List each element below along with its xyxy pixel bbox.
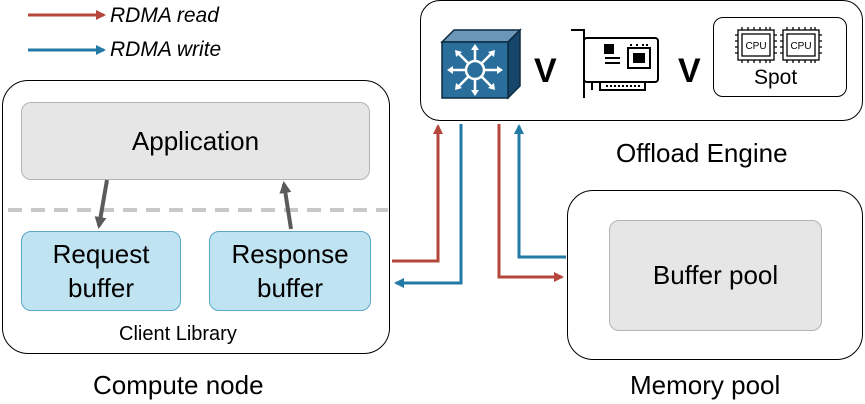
request-buffer-box: Request buffer (21, 231, 181, 311)
cpu-label-2: CPU (790, 41, 811, 52)
cpu-icon (735, 27, 777, 63)
request-buffer-label-line1: Request (52, 239, 150, 269)
rdma-read-offload-to-memory (497, 124, 564, 282)
request-buffer-label-line2: buffer (67, 273, 134, 303)
buffer-pool-label: Buffer pool (652, 260, 779, 290)
rdma-read-compute-to-offload (392, 124, 443, 263)
memory-pool-title: Memory pool (630, 370, 781, 400)
buffer-pool-box: Buffer pool (609, 220, 822, 331)
cpu-label-1: CPU (745, 41, 766, 52)
rdma-write-offload-to-compute (394, 124, 463, 288)
compute-node-title: Compute node (93, 370, 264, 400)
client-library-label: Client Library (119, 323, 237, 345)
response-buffer-label-line1: Response (231, 239, 349, 269)
response-buffer-label-line2: buffer (256, 273, 323, 303)
switch-icon (440, 28, 522, 100)
spot-box (713, 17, 847, 97)
nic-card-icon (571, 29, 659, 98)
legend-read-label: RDMA read (110, 4, 219, 27)
cpu-icon (780, 27, 822, 63)
rdma-write-memory-to-offload (514, 124, 566, 259)
offload-engine-title: Offload Engine (616, 138, 788, 168)
legend-write-label: RDMA write (110, 38, 222, 61)
separator-v-1: V (534, 52, 557, 90)
response-to-app-arrow (279, 181, 293, 230)
separator-v-2: V (678, 52, 701, 90)
application-box: Application (21, 102, 370, 180)
application-label: Application (131, 125, 260, 156)
spot-label: Spot (754, 66, 798, 89)
app-to-request-arrow (94, 179, 109, 229)
response-buffer-box: Response buffer (209, 231, 371, 311)
